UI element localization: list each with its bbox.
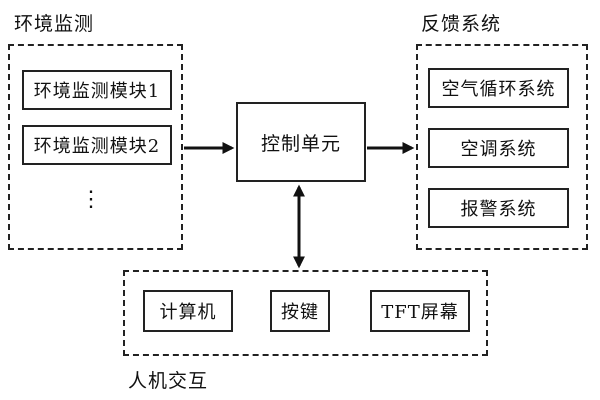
tft-screen-box: TFT屏幕 xyxy=(370,290,470,332)
environment-monitoring-group xyxy=(8,44,183,250)
alarm-system-box: 报警系统 xyxy=(428,188,569,228)
environment-module-1: 环境监测模块1 xyxy=(22,70,172,110)
air-circulation-system-box: 空气循环系统 xyxy=(428,68,569,108)
feedback-system-group xyxy=(416,44,588,250)
control-unit-box: 控制单元 xyxy=(236,102,366,182)
air-conditioning-system-box: 空调系统 xyxy=(428,128,569,168)
more-modules-ellipsis: ⋮ xyxy=(80,187,102,212)
human-machine-interaction-group xyxy=(123,270,488,356)
environment-module-2: 环境监测模块2 xyxy=(22,125,172,165)
human-machine-interaction-title: 人机交互 xyxy=(128,370,209,392)
feedback-system-title: 反馈系统 xyxy=(421,13,502,35)
environment-monitoring-title: 环境监测 xyxy=(14,13,95,35)
keys-box: 按键 xyxy=(270,290,330,332)
computer-box: 计算机 xyxy=(143,290,233,332)
